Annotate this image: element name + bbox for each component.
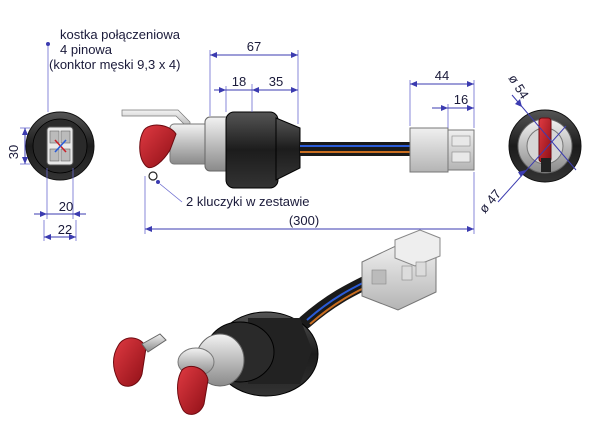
end-view-right: [508, 109, 582, 183]
dimension-300: [144, 172, 475, 234]
connector-title: kostka połączeniowa: [60, 27, 181, 42]
perspective-assembly: [177, 229, 441, 397]
dimension-54-label: ø 54: [505, 72, 532, 102]
dimension-44-label: 44: [435, 68, 449, 83]
connector-leader: [46, 42, 50, 112]
dimension-30: [20, 127, 30, 165]
side-view-switch: [121, 109, 475, 189]
dimension-67-label: 67: [247, 39, 261, 54]
keys-leader: [156, 180, 183, 203]
connector-spec: (konktor męski 9,3 x 4): [49, 57, 181, 72]
dimension-54: [511, 94, 577, 171]
dimension-16-label: 16: [454, 92, 468, 107]
dimension-20: [34, 168, 86, 219]
dimension-18-label: 18: [232, 74, 246, 89]
key-red-icon: [139, 124, 177, 181]
dimension-16: [432, 104, 474, 128]
dimension-47: [497, 125, 567, 203]
dimension-44: [409, 80, 475, 128]
dimension-67: [209, 50, 299, 124]
dimension-20-label: 20: [59, 199, 73, 214]
dimension-30-label: 30: [6, 145, 21, 159]
dimension-22: [43, 220, 77, 241]
key-inserted-icon: [177, 365, 209, 415]
dimension-300-label: (300): [289, 213, 319, 228]
spare-key-icon: [113, 333, 167, 387]
dimension-18-35: [214, 84, 298, 112]
dimension-22-label: 22: [58, 222, 72, 237]
keys-note: 2 kluczyki w zestawie: [186, 194, 310, 209]
connector-pins: 4 pinowa: [60, 42, 113, 57]
end-view-left: [25, 111, 95, 181]
dimension-47-label: ø 47: [476, 186, 504, 216]
dimension-35-label: 35: [269, 74, 283, 89]
